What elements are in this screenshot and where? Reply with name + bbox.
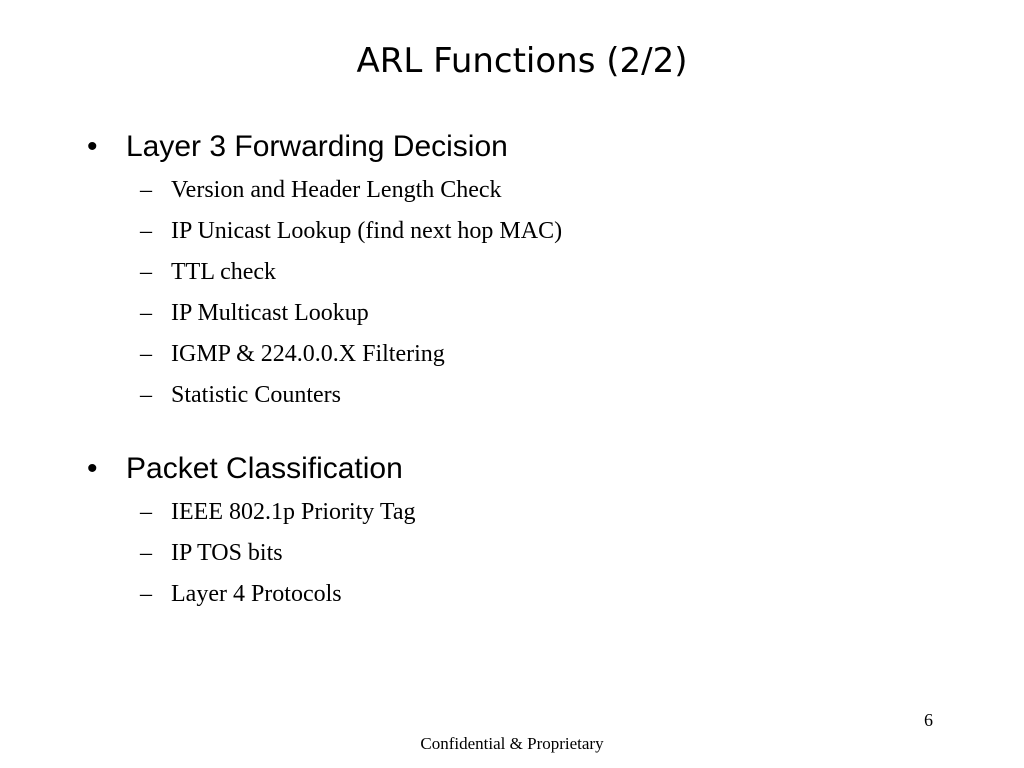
page-number: 6 bbox=[924, 710, 933, 730]
dash-mark: – bbox=[140, 341, 152, 367]
sub-bullet-item: – IGMP & 224.0.0.X Filtering bbox=[84, 334, 964, 375]
dash-mark: – bbox=[140, 259, 152, 285]
dash-mark: – bbox=[140, 382, 152, 408]
sub-bullet-item: – IP Unicast Lookup (find next hop MAC) bbox=[84, 211, 964, 252]
sub-bullet-item: – TTL check bbox=[84, 252, 964, 293]
sub-bullet-text: Version and Header Length Check bbox=[171, 177, 502, 203]
bullet-mark: • bbox=[87, 130, 98, 163]
sub-bullet-item: – Version and Header Length Check bbox=[84, 170, 964, 211]
dash-mark: – bbox=[140, 499, 152, 525]
sub-bullet-list: – Version and Header Length Check – IP U… bbox=[84, 170, 964, 416]
dash-mark: – bbox=[140, 177, 152, 203]
sub-bullet-text: IGMP & 224.0.0.X Filtering bbox=[171, 341, 445, 367]
dash-mark: – bbox=[140, 218, 152, 244]
footer-text: Confidential & Proprietary bbox=[420, 734, 604, 753]
sub-bullet-item: – IEEE 802.1p Priority Tag bbox=[84, 492, 964, 533]
sub-bullet-item: – IP Multicast Lookup bbox=[84, 293, 964, 334]
sub-bullet-list: – IEEE 802.1p Priority Tag – IP TOS bits… bbox=[84, 492, 964, 615]
dash-mark: – bbox=[140, 540, 152, 566]
section-layer3-forwarding: • Layer 3 Forwarding Decision – Version … bbox=[84, 124, 964, 416]
sub-bullet-text: TTL check bbox=[171, 259, 277, 285]
sub-bullet-item: – Layer 4 Protocols bbox=[84, 574, 964, 615]
dash-mark: – bbox=[140, 581, 152, 607]
bullet-heading: • Layer 3 Forwarding Decision bbox=[84, 124, 964, 170]
sub-bullet-item: – Statistic Counters bbox=[84, 375, 964, 416]
section-packet-classification: • Packet Classification – IEEE 802.1p Pr… bbox=[84, 446, 964, 615]
sub-bullet-text: IP Multicast Lookup bbox=[171, 300, 369, 326]
sub-bullet-text: IEEE 802.1p Priority Tag bbox=[171, 499, 416, 525]
sub-bullet-text: IP TOS bits bbox=[171, 540, 283, 566]
sub-bullet-text: Statistic Counters bbox=[171, 382, 341, 408]
sub-bullet-text: IP Unicast Lookup (find next hop MAC) bbox=[171, 218, 563, 244]
slide-title: ARL Functions (2/2) bbox=[356, 41, 688, 81]
sub-bullet-text: Layer 4 Protocols bbox=[171, 581, 342, 607]
dash-mark: – bbox=[140, 300, 152, 326]
bullet-heading-text: Packet Classification bbox=[126, 452, 403, 485]
bullet-heading: • Packet Classification bbox=[84, 446, 964, 492]
sub-bullet-item: – IP TOS bits bbox=[84, 533, 964, 574]
bullet-heading-text: Layer 3 Forwarding Decision bbox=[126, 130, 508, 163]
slide-content: • Layer 3 Forwarding Decision – Version … bbox=[84, 124, 964, 615]
bullet-mark: • bbox=[87, 452, 98, 485]
